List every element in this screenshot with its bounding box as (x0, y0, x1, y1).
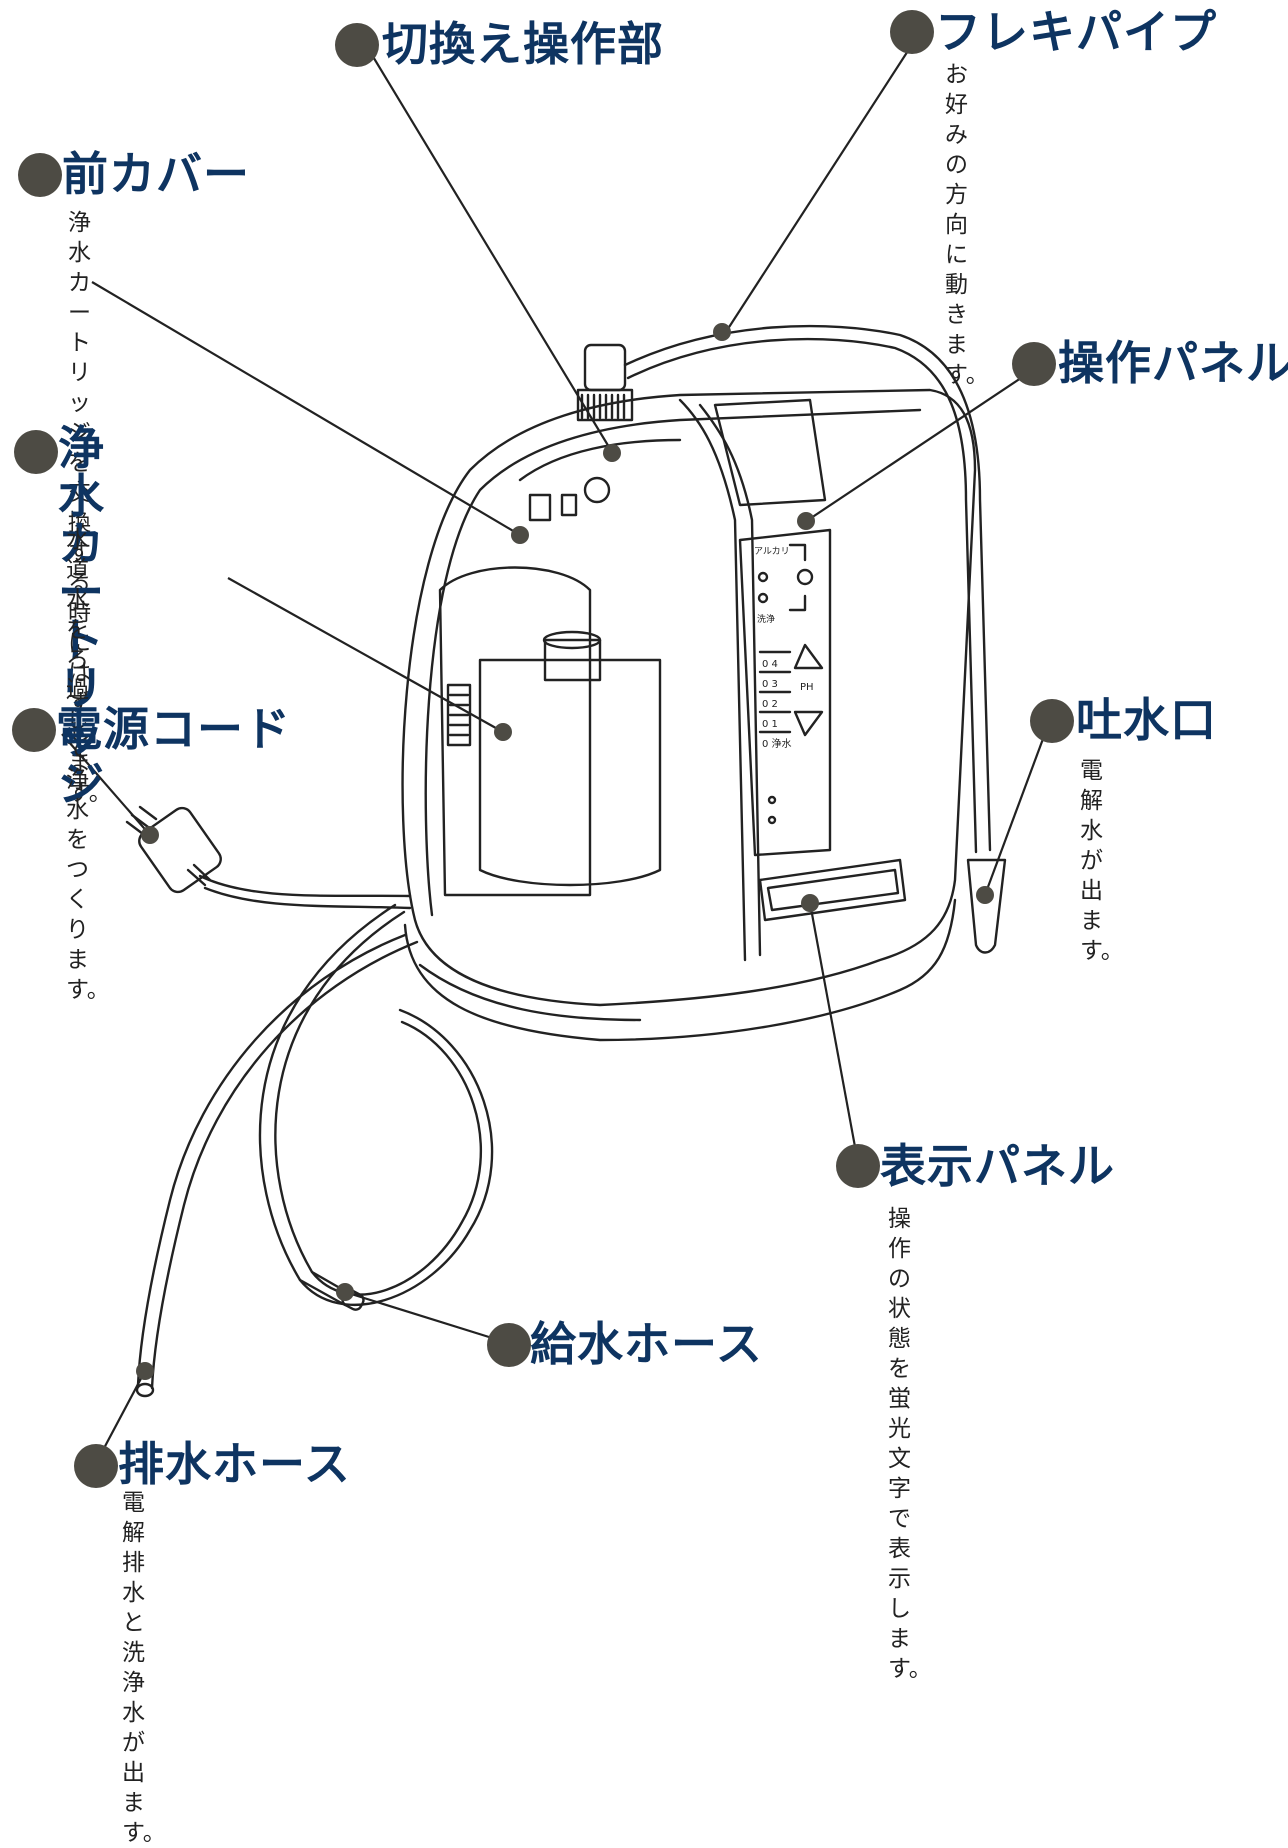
supply-hose-title: 給水ホース (530, 1317, 763, 1371)
bullet-dot (12, 708, 56, 752)
power-cord-drawing (125, 805, 412, 910)
bullet-dot (18, 153, 62, 197)
flex-pipe-title: フレキパイプ (935, 5, 1217, 59)
bullet-dot (1030, 699, 1074, 743)
bullet-dot (14, 430, 58, 474)
unit-body (401, 343, 977, 1042)
panel-ph-label: PH (800, 682, 814, 693)
bullet-dot (74, 1444, 118, 1488)
cartridge-desc: 水道水をろ過して浄水を つくります。 (66, 527, 110, 1003)
ph-value: 0 浄水 (762, 739, 792, 750)
switch-operation-title: 切換え操作部 (382, 17, 664, 71)
ph-value: 0 4 (762, 659, 778, 670)
front-cover-desc: 浄水カートリッジを交換す る時にはずします。 (68, 210, 112, 806)
bullet-dot (1012, 342, 1056, 386)
panel-ph-values: 0 4 0 3 0 2 0 1 0 浄水 (762, 655, 792, 755)
supply-hose (258, 903, 494, 1311)
ph-value: 0 2 (762, 699, 778, 710)
water-ionizer-illustration (61, 39, 1052, 1468)
front-cover-title: 前カバー (62, 147, 250, 201)
bullet-dot (487, 1323, 531, 1367)
drain-hose-title: 排水ホース (118, 1437, 351, 1491)
flex-pipe-desc: お好みの方向に動きます。 (945, 62, 989, 388)
bullet-dot (890, 10, 934, 54)
display-panel-title: 表示パネル (880, 1139, 1115, 1193)
power-cord-title: 電源コード (56, 702, 291, 756)
cartridge-title: 浄水 カートリッジ (58, 421, 105, 811)
panel-top-label: アルカリ (754, 547, 790, 557)
ph-value: 0 1 (762, 719, 778, 730)
drain-hose (135, 933, 419, 1398)
display-panel-desc: 操作の状態を蛍光文字で表示 します。 (888, 1206, 932, 1682)
bullet-dot (335, 23, 379, 67)
bullet-dot (836, 1144, 880, 1188)
ph-value: 0 3 (762, 679, 778, 690)
outlet-desc: 電解水が出ます。 (1080, 758, 1124, 964)
operation-panel-title: 操作パネル (1058, 336, 1288, 390)
outlet-title: 吐水口 (1076, 693, 1217, 747)
panel-mode-label: 洗浄 (757, 615, 776, 625)
drain-hose-desc: 電解排水と洗浄水が出ます。 (122, 1490, 166, 1846)
